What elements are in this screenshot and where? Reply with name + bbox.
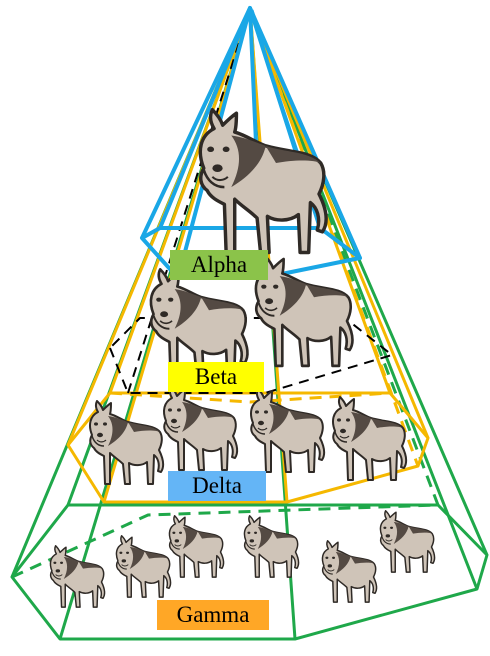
wolf-icon <box>243 514 300 578</box>
alpha-wolves <box>198 108 328 255</box>
wolf-icon <box>49 544 106 608</box>
gamma-wolves <box>49 509 436 608</box>
delta-wolves <box>89 386 408 485</box>
wolf-icon <box>250 388 326 473</box>
tier-label-gamma: Gamma <box>157 600 269 630</box>
wolf-icon <box>254 255 354 368</box>
wolf-icon <box>115 534 172 598</box>
wolf-icon <box>332 396 408 481</box>
tier-label-delta: Delta <box>168 471 266 501</box>
wolf-icon <box>198 108 328 255</box>
tier-label-alpha: Alpha <box>170 250 268 280</box>
tier-label-beta: Beta <box>168 362 264 392</box>
wolf-icon <box>379 509 436 573</box>
wolf-icon <box>321 539 378 603</box>
beta-tier-lines <box>109 7 393 394</box>
wolf-icon <box>168 514 225 578</box>
